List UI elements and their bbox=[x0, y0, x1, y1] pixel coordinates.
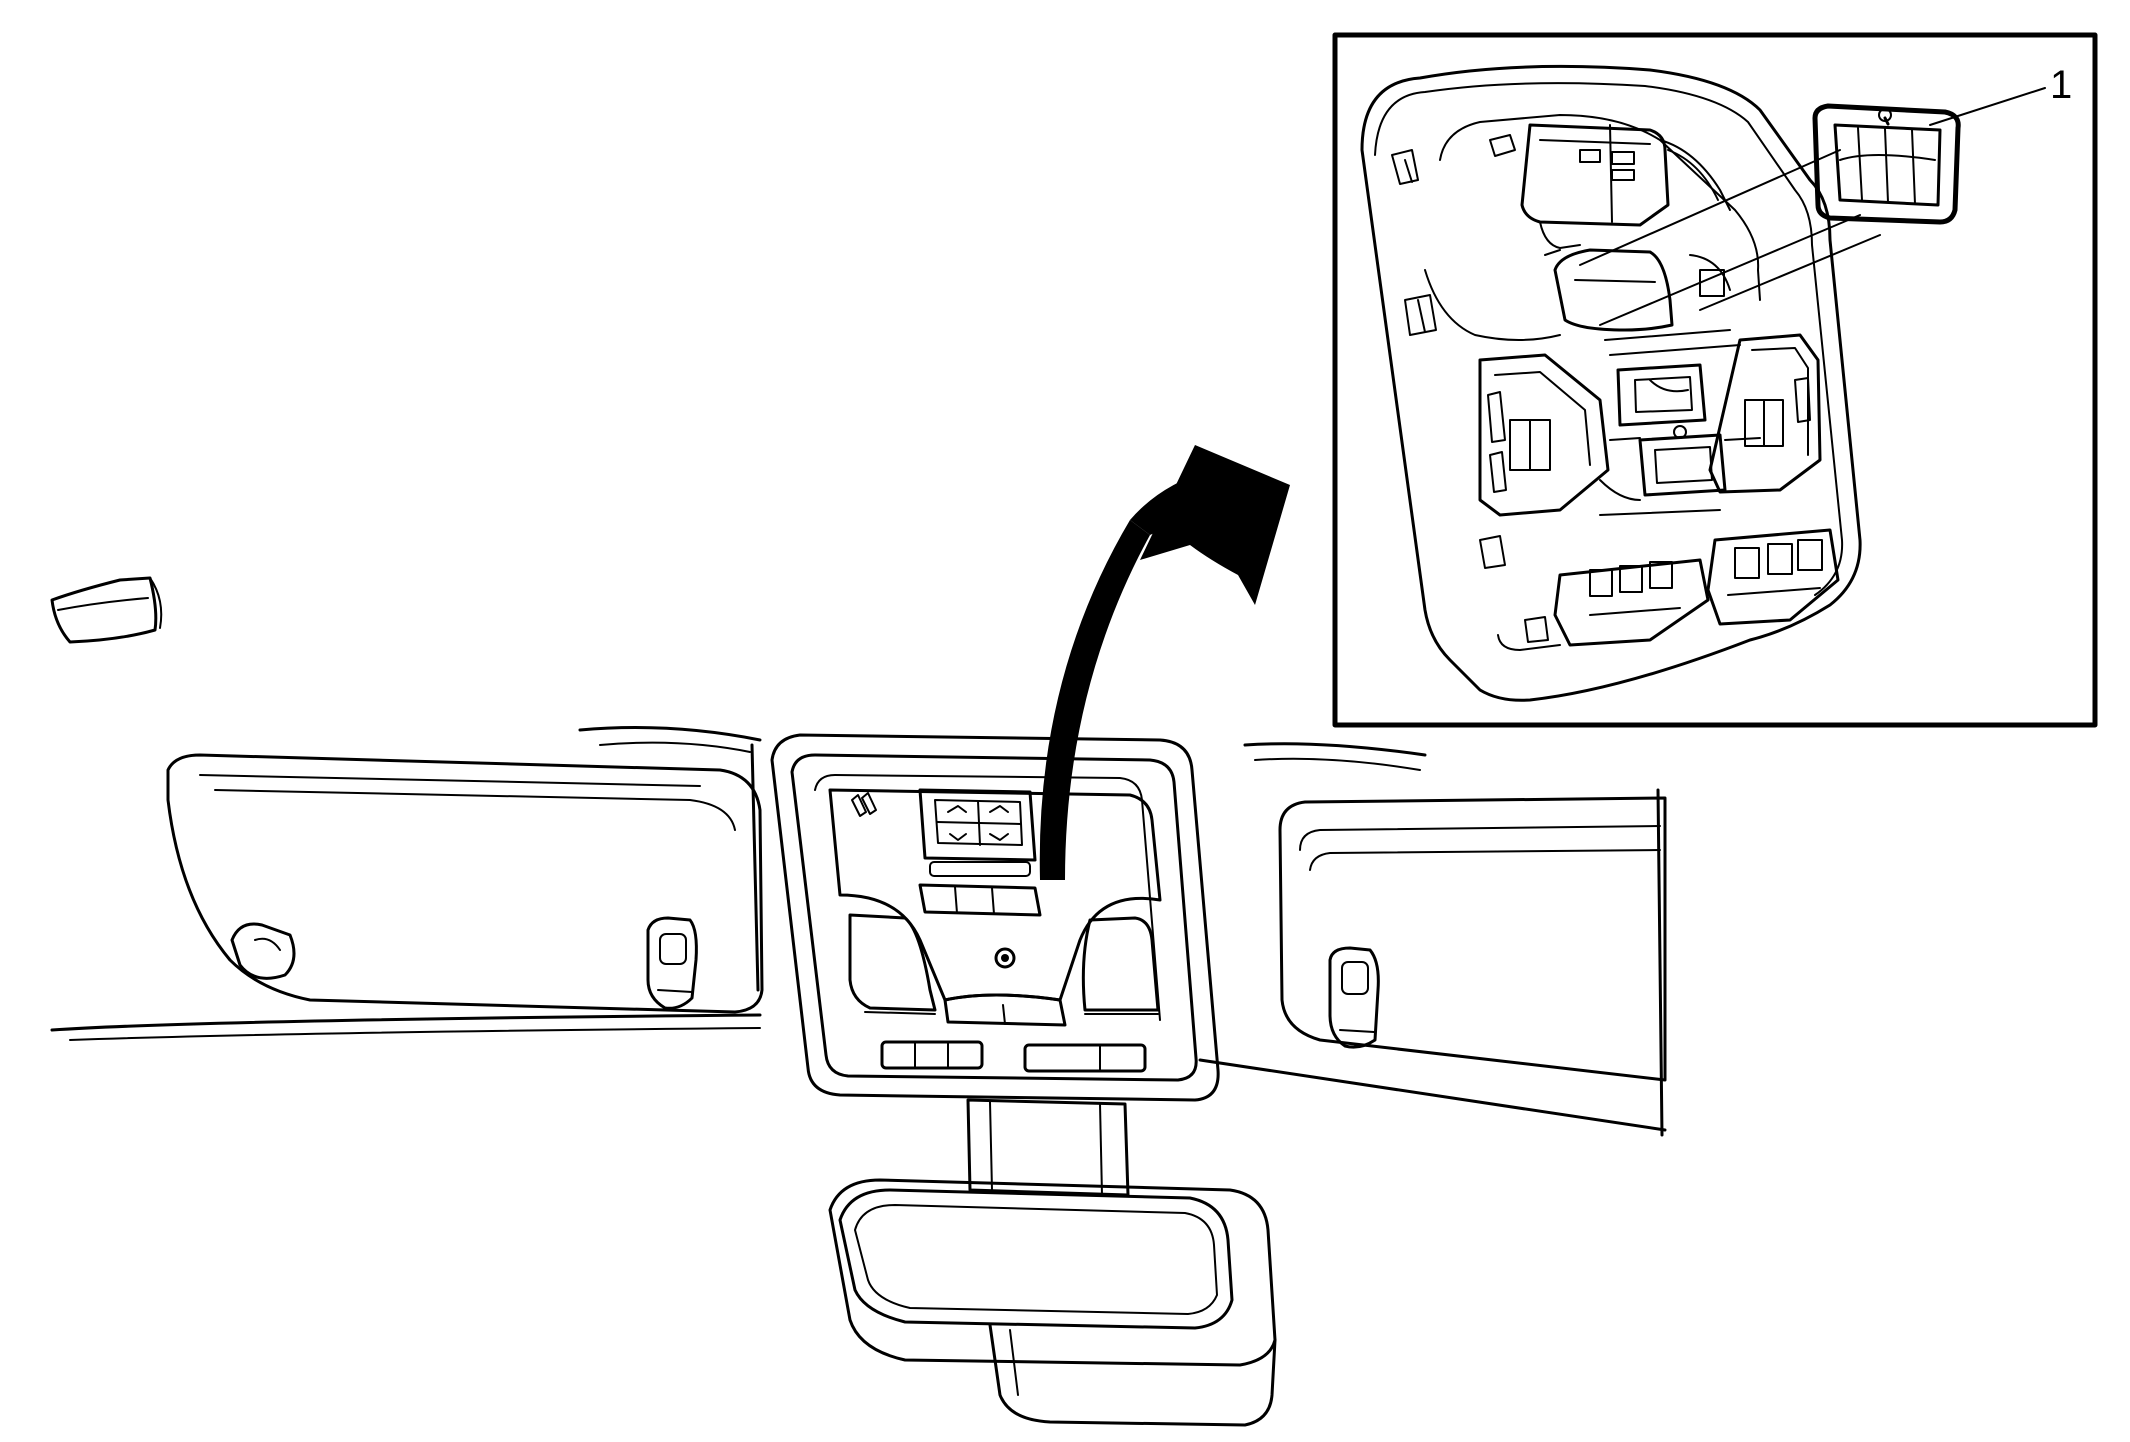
gasket-part-1 bbox=[1812, 103, 1961, 225]
rearview-mirror bbox=[828, 1098, 1277, 1427]
right-sun-visor bbox=[1278, 796, 1667, 1082]
detail-inset bbox=[1332, 32, 2098, 728]
trim-fragment bbox=[50, 576, 163, 644]
callout-1-label: 1 bbox=[2050, 63, 2072, 107]
headliner-edge bbox=[50, 726, 1667, 1137]
overhead-console bbox=[770, 733, 1220, 1102]
left-sun-visor bbox=[166, 753, 764, 1014]
curved-arrow bbox=[1039, 445, 1290, 880]
